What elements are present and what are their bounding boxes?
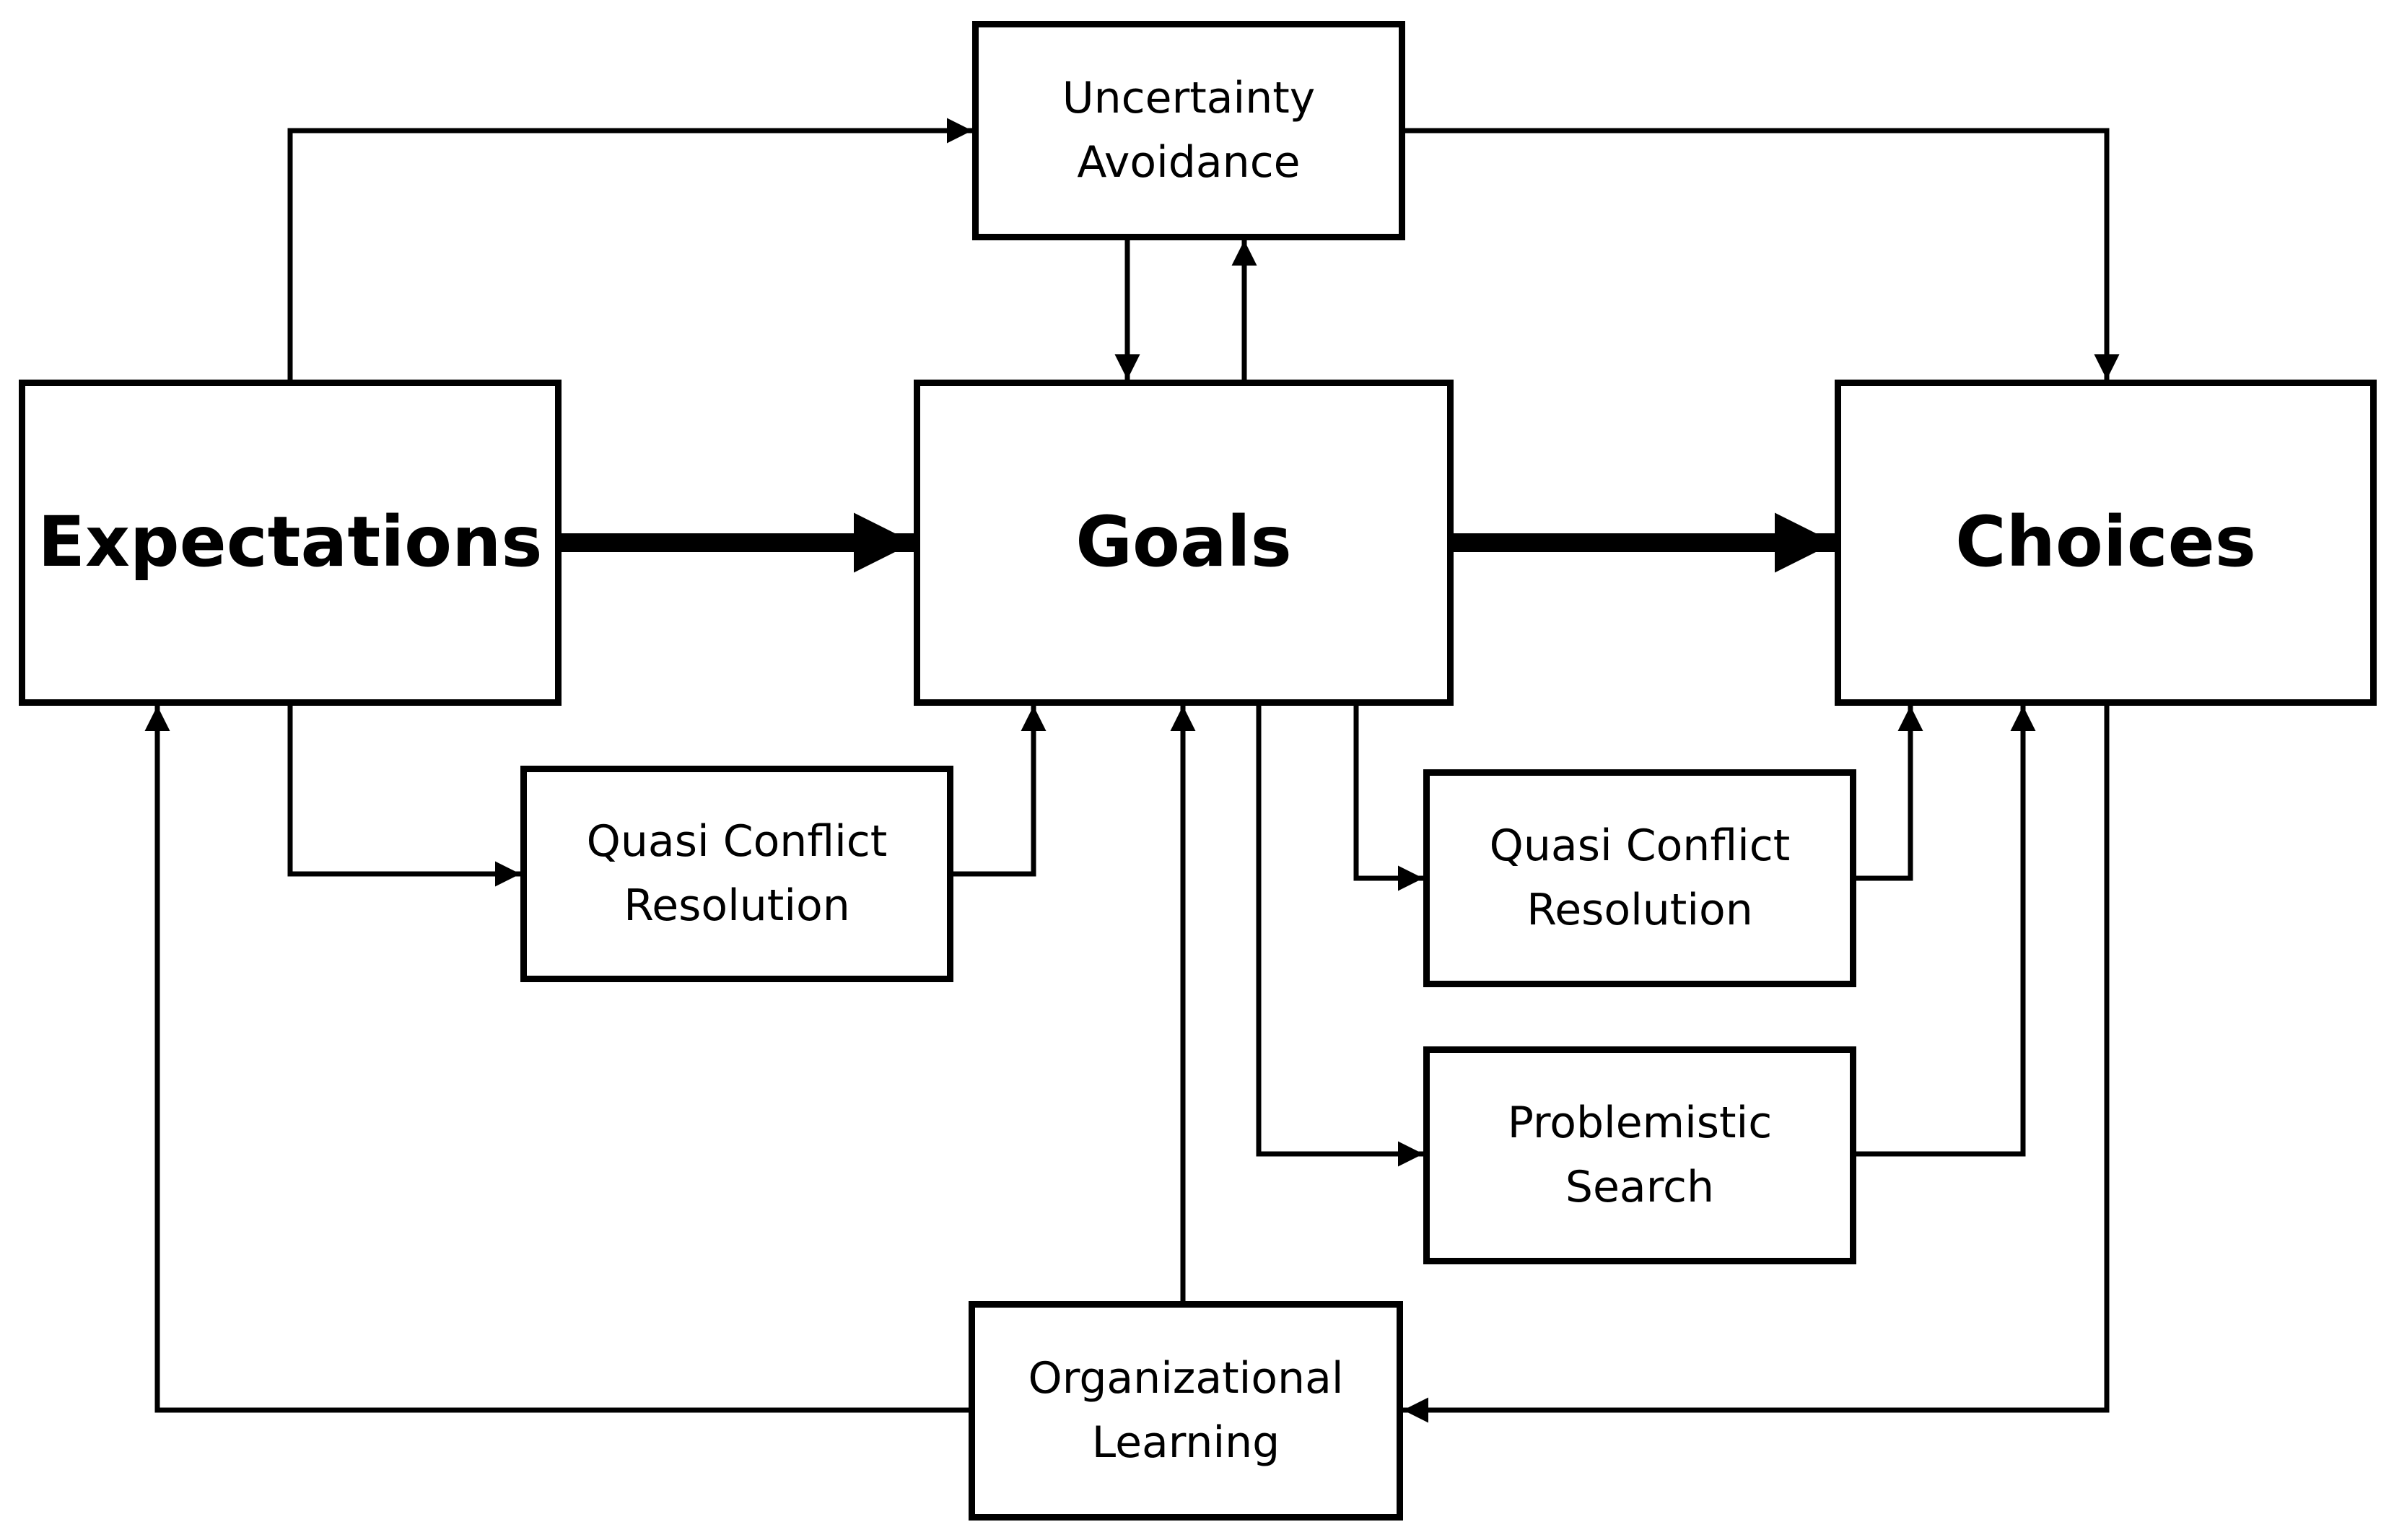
edge-choices-to-organizational-learning <box>1403 706 2110 1423</box>
edge-expectations-to-uncertainty-avoidance <box>287 118 972 380</box>
quasi-conflict-resolution-right-label: Quasi Conflict Resolution <box>1489 821 1791 935</box>
expectations-label: Expectations <box>38 502 543 583</box>
edge-problemistic-search-to-choices <box>1856 706 2036 1157</box>
edge-expectations-to-quasi-conflict-resolution-left <box>287 706 520 887</box>
edge-organizational-learning-to-expectations <box>144 706 969 1413</box>
quasi-conflict-resolution-left-box: Quasi Conflict Resolution <box>520 766 953 982</box>
organizational-learning-box: Organizational Learning <box>969 1301 1403 1521</box>
edge-goals-to-quasi-conflict-resolution-right <box>1353 706 1423 891</box>
expectations-box: Expectations <box>19 380 562 706</box>
quasi-conflict-resolution-right-box: Quasi Conflict Resolution <box>1423 769 1856 987</box>
goals-label: Goals <box>1075 502 1292 583</box>
uncertainty-avoidance-box: Uncertainty Avoidance <box>972 21 1405 240</box>
edge-quasi-conflict-resolution-left-to-goals <box>953 706 1047 877</box>
problemistic-search-box: Problemistic Search <box>1423 1046 1856 1264</box>
quasi-conflict-resolution-left-label: Quasi Conflict Resolution <box>586 816 888 931</box>
edge-goals-to-problemistic-search <box>1256 706 1423 1167</box>
problemistic-search-label: Problemistic Search <box>1507 1098 1773 1212</box>
uncertainty-avoidance-label: Uncertainty Avoidance <box>1062 73 1316 188</box>
edge-uncertainty-avoidance-to-choices <box>1404 128 2120 380</box>
choices-label: Choices <box>1955 502 2256 583</box>
choices-box: Choices <box>1835 380 2377 706</box>
organizational-learning-label: Organizational Learning <box>1028 1353 1344 1468</box>
edge-quasi-conflict-resolution-right-to-choices <box>1856 706 1923 881</box>
goals-box: Goals <box>914 380 1454 706</box>
